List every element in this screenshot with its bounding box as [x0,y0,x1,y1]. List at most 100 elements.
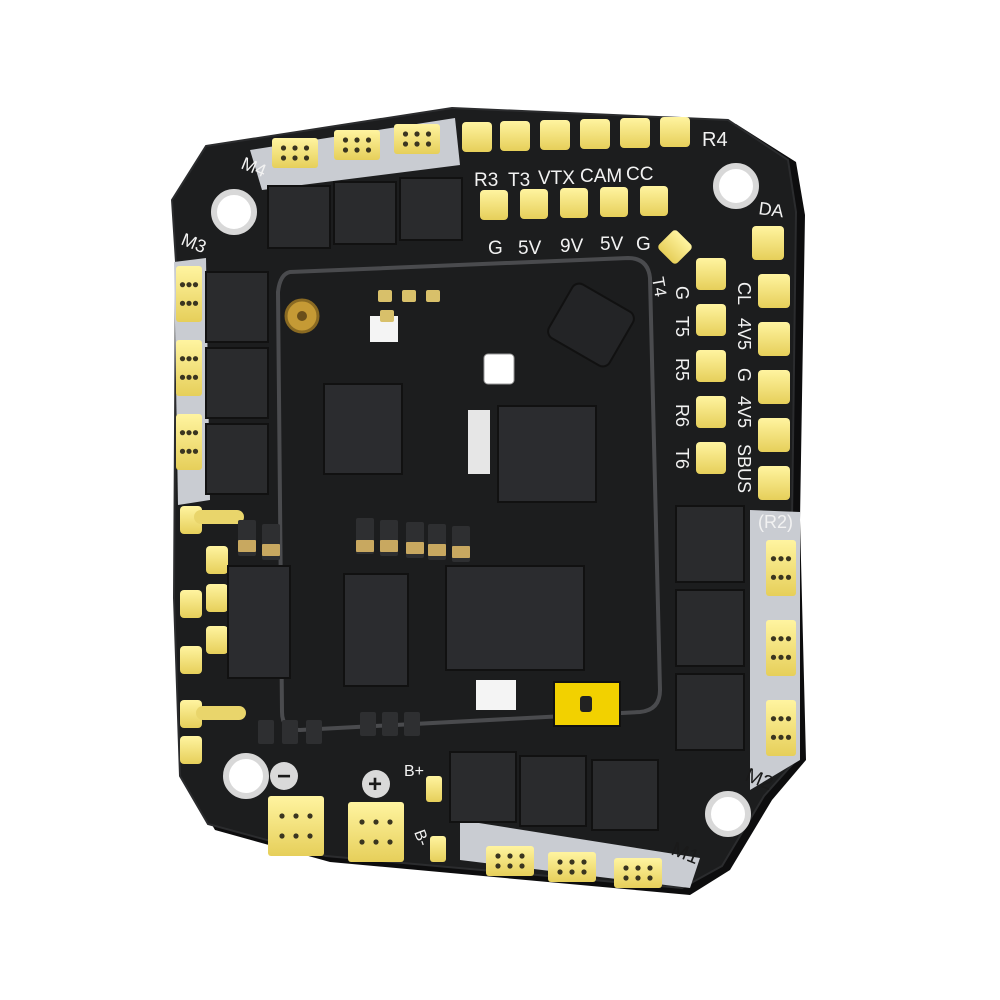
top-bottom-label: 9V [560,236,584,257]
motor-pad-m3 [176,340,202,396]
mount-hole-bottom-left [223,753,269,799]
via-hole [179,374,186,380]
mount-hole-bottom-right [705,791,751,837]
top-pad-row2 [560,188,588,218]
right-pad-col2 [758,418,790,452]
via-hole [635,875,641,881]
via-hole [425,141,432,147]
motor-pad-m2 [766,620,796,676]
right-label-left: T5 [672,316,692,337]
via-hole [354,137,360,143]
via-hole [186,356,192,362]
smd-component [378,290,392,302]
pad-b-plus [426,776,442,802]
right-pad-col1 [696,350,726,382]
via-hole [785,734,792,740]
inductor [547,282,635,368]
via-hole [179,356,186,362]
top-label: CC [626,164,653,185]
left-pad [206,584,228,612]
top-label: R3 [474,170,498,191]
via-hole [342,147,349,153]
white-component [476,680,516,710]
via-hole [778,716,784,722]
top-pad-row2 [480,190,508,220]
minus-badge [270,762,298,790]
mosfet [675,589,745,667]
via-hole [359,839,365,845]
right-label-left: T6 [672,448,692,469]
capacitor [306,720,322,744]
via-hole [387,819,393,825]
motor-solder-pad [348,802,404,862]
mosfet [519,755,587,827]
capacitor [282,720,298,744]
via-hole [307,813,313,819]
motor-pad-m1 [614,858,662,888]
via-hole [303,155,310,161]
capacitor-end [262,544,280,556]
top-label: T3 [508,170,530,191]
mosfet [591,759,659,831]
yellow-component [553,681,621,727]
top-bottom-label: G [488,238,503,259]
capacitor-end [238,540,256,552]
label-da: DA [757,198,785,221]
label-r2: (R2) [758,512,793,532]
via-hole [179,448,186,454]
white-component [483,353,515,385]
via-hole [770,654,777,660]
via-hole [770,556,777,562]
top-pad-row1 [620,118,650,148]
label-b-plus: B+ [404,763,424,780]
right-pad-col2 [752,226,784,260]
yellow-component-hole [580,696,592,712]
capacitor-end [452,546,470,558]
left-pad [206,626,228,654]
right-label-left: R6 [672,404,692,427]
mount-hole-top-right [713,163,759,209]
via-hole [179,430,186,436]
via-hole [778,636,784,642]
ic-regulator [227,565,291,679]
left-pad [180,590,202,618]
via-hole [186,448,192,454]
top-label: VTX [538,168,575,189]
via-hole [778,654,784,660]
power-plus-label: + [368,771,382,798]
top-pad-row1 [660,117,690,147]
battery-pad-minus [268,796,324,856]
via-hole [770,734,777,740]
right-pads [696,226,790,500]
mosfet [267,185,331,249]
capacitor [382,712,398,736]
motor-solder-pad [176,340,202,396]
via-hole [770,574,777,580]
left-pads [180,506,446,862]
via-hole [770,636,777,642]
smd-component [426,290,440,302]
top-bottom-label: 5V [600,234,624,255]
ic-esc-chip [445,565,585,671]
via-hole [186,430,192,436]
motor-solder-pad [614,858,662,888]
ic-mcu-chip [497,405,597,503]
via-hole [293,813,299,819]
via-hole [623,875,629,881]
capacitor-end [428,544,446,556]
motor-solder-pad [272,138,318,168]
motor-pad-m4 [272,138,318,168]
top-pad-row1 [462,122,492,152]
pcb-top [170,106,800,890]
via-hole [192,374,199,380]
top-pads [462,117,692,264]
right-label-right: SBUS [734,444,754,493]
via-hole [425,131,432,137]
via-hole [519,853,525,859]
right-pad-col1 [696,396,726,428]
capacitor [404,712,420,736]
right-label-left: G [672,286,692,300]
via-hole [402,131,409,137]
via-hole [770,716,777,722]
top-bottom-label: G [636,234,651,255]
